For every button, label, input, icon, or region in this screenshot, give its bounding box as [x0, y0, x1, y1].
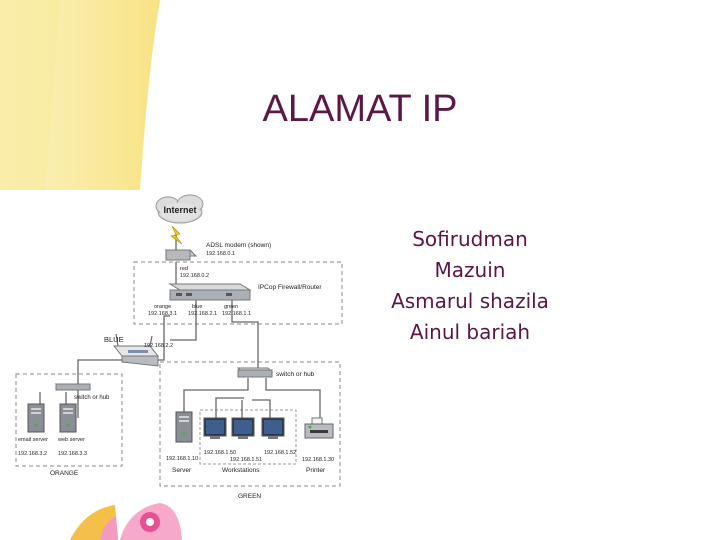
- author-name: Ainul bariah: [409, 320, 531, 344]
- firewall-label: IPCop Firewall/Router: [258, 284, 322, 291]
- slide-title: ALAMAT IP: [262, 88, 458, 130]
- orange-interface-ip: 192.168.3.1: [148, 311, 177, 317]
- orange-switch-label: switch or hub: [74, 395, 110, 401]
- workstations-group-box: [199, 409, 297, 465]
- orange-switch-icon: [54, 383, 92, 391]
- modem-ip: 192.168.0.1: [206, 251, 235, 257]
- orange-zone-label: ORANGE: [50, 470, 79, 477]
- workstation-3-icon: [261, 417, 285, 439]
- blue-zone-label: BLUE: [104, 335, 124, 344]
- author-name: Mazuin: [434, 258, 506, 282]
- workstation-2-ip: 192.168.1.51: [230, 457, 262, 463]
- author-name: Sofirudman: [412, 227, 528, 251]
- author-list: Sofirudman Mazuin Asmarul shazila Ainul …: [370, 224, 570, 348]
- printer-icon: [304, 417, 334, 439]
- server-icon: [175, 411, 193, 443]
- server-ip: 192.168.1.10: [166, 456, 198, 462]
- orange-zone-box: [15, 373, 123, 467]
- green-switch-label: switch or hub: [276, 371, 315, 378]
- blue-zone-ip: 192.168.2.2: [144, 343, 173, 349]
- wireless-access-point-icon: [112, 333, 160, 367]
- internet-cloud-icon: Internet: [155, 194, 204, 224]
- adsl-modem-icon: [164, 249, 198, 261]
- web-server-ip: 192.168.3.3: [58, 451, 87, 457]
- blue-interface-ip: 192.168.2.1: [188, 311, 217, 317]
- green-interface-label: green: [224, 304, 238, 310]
- email-server-ip: 192.168.3.2: [18, 451, 47, 457]
- blue-interface-label: blue: [192, 304, 202, 310]
- modem-label: ADSL modem (shown): [206, 242, 271, 249]
- green-interface-ip: 192.168.1.1: [222, 311, 251, 317]
- internet-label: Internet: [163, 205, 196, 215]
- lightning-icon: [170, 225, 183, 245]
- printer-ip: 192.168.1.30: [302, 457, 334, 463]
- firewall-zone-box: [133, 261, 343, 325]
- network-cables: [39, 235, 321, 420]
- workstations-label: Workstations: [222, 467, 260, 474]
- workstation-1-icon: [203, 417, 227, 439]
- server-label: Server: [172, 467, 192, 474]
- bottom-left-flower-decoration: [70, 503, 182, 540]
- green-zone-box: [159, 361, 341, 487]
- green-switch-icon: [236, 367, 274, 378]
- red-interface-ip: 192.168.0.2: [180, 273, 209, 279]
- web-server-label: web server: [57, 437, 85, 443]
- workstation-1-ip: 192.168.1.50: [204, 450, 236, 456]
- firewall-router-icon: [168, 283, 252, 301]
- printer-label: Printer: [306, 467, 326, 474]
- red-interface-label: red: [180, 266, 188, 272]
- orange-interface-label: orange: [154, 304, 171, 310]
- green-zone-label: GREEN: [238, 493, 261, 500]
- email-server-label: email server: [18, 437, 48, 443]
- author-name: Asmarul shazila: [391, 289, 549, 313]
- workstation-2-icon: [231, 417, 255, 439]
- web-server-icon: [59, 403, 77, 433]
- email-server-icon: [27, 403, 45, 433]
- workstation-3-ip: 192.168.1.52: [264, 450, 296, 456]
